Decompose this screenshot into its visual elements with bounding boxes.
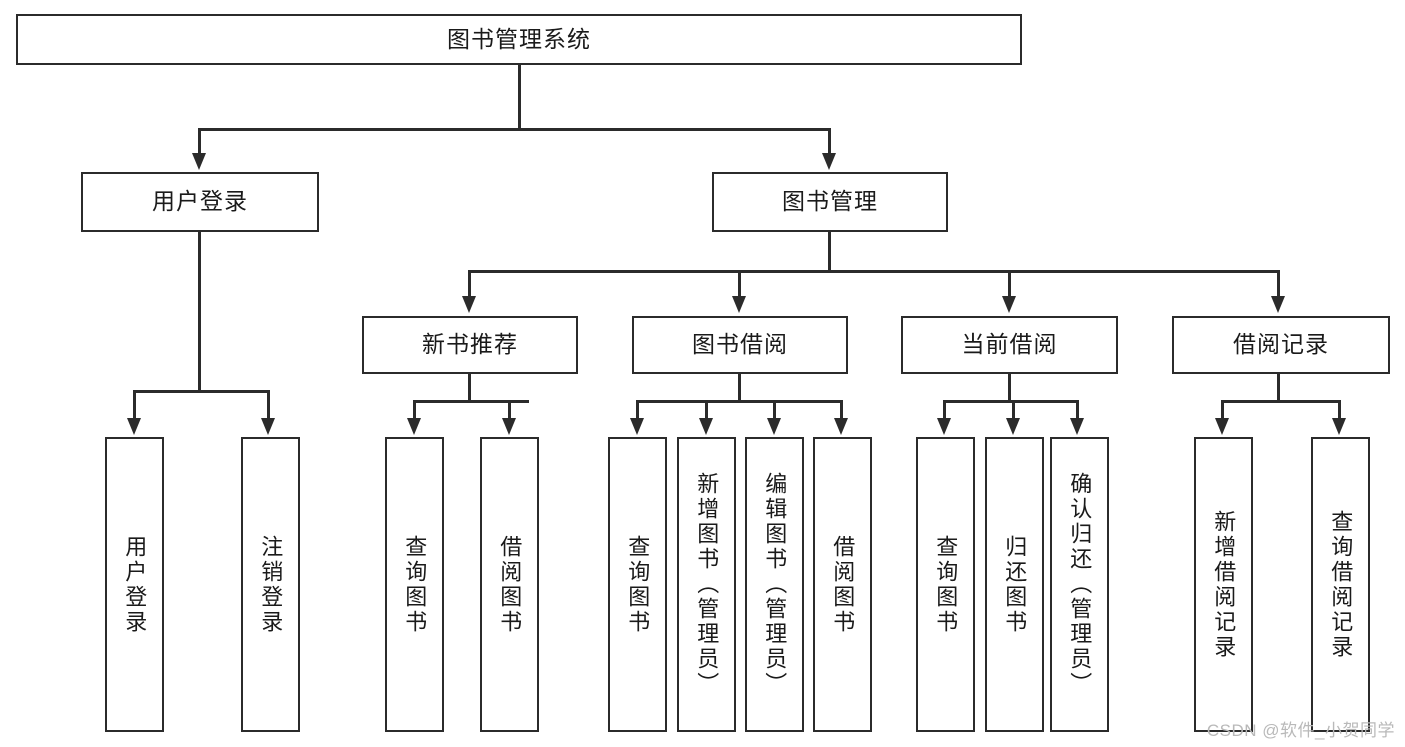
connector-bb-drop-1 [636, 400, 639, 420]
node-label: 新增图书（管理员） [694, 472, 720, 697]
arrow-to-book-borrow [732, 296, 746, 313]
leaf-query-book-recommend[interactable]: 查询图书 [385, 437, 444, 732]
arrow-bb-leaf-4 [834, 418, 848, 435]
connector-br-drop-2 [1338, 400, 1341, 420]
connector-user-login-drop-2 [267, 390, 270, 420]
leaf-borrow-book[interactable]: 借阅图书 [813, 437, 872, 732]
connector-bb-bus [636, 400, 843, 403]
leaf-confirm-return-admin[interactable]: 确认归还（管理员） [1050, 437, 1109, 732]
connector-bb-stem [738, 374, 741, 402]
node-label: 用户登录 [122, 534, 148, 635]
node-label: 新书推荐 [422, 331, 518, 358]
node-label: 新增借阅记录 [1211, 509, 1237, 660]
connector-br-stem [1277, 374, 1280, 402]
leaf-query-book-current[interactable]: 查询图书 [916, 437, 975, 732]
connector-root-to-book-mgmt [828, 128, 831, 156]
leaf-query-book-borrow[interactable]: 查询图书 [608, 437, 667, 732]
node-label: 借阅记录 [1233, 331, 1329, 358]
connector-nbr-bus [413, 400, 529, 403]
leaf-edit-book-admin[interactable]: 编辑图书（管理员） [745, 437, 804, 732]
node-borrow-record[interactable]: 借阅记录 [1172, 316, 1390, 374]
node-label: 图书借阅 [692, 331, 788, 358]
connector-cb-drop-2 [1012, 400, 1015, 420]
arrow-nbr-leaf-1 [407, 418, 421, 435]
connector-root-to-user-login [198, 128, 201, 156]
leaf-return-book[interactable]: 归还图书 [985, 437, 1044, 732]
connector-br-drop-1 [1221, 400, 1224, 420]
connector-root-bus [198, 128, 830, 131]
arrow-root-to-user-login [192, 153, 206, 170]
connector-book-mgmt-drop-4 [1277, 270, 1280, 298]
node-label: 图书管理 [782, 188, 878, 215]
connector-bb-drop-3 [773, 400, 776, 420]
leaf-add-borrow-record[interactable]: 新增借阅记录 [1194, 437, 1253, 732]
node-current-borrow[interactable]: 当前借阅 [901, 316, 1118, 374]
node-label: 借阅图书 [497, 534, 523, 635]
node-label: 查询图书 [625, 534, 651, 635]
arrow-to-borrow-record [1271, 296, 1285, 313]
node-label: 查询图书 [933, 534, 959, 635]
node-book-management[interactable]: 图书管理 [712, 172, 948, 232]
connector-cb-stem [1008, 374, 1011, 402]
connector-bb-drop-4 [840, 400, 843, 420]
connector-user-login-drop-1 [133, 390, 136, 420]
node-user-login[interactable]: 用户登录 [81, 172, 319, 232]
connector-nbr-stem [468, 374, 471, 402]
connector-nbr-drop-1 [413, 400, 416, 420]
node-new-book-recommend[interactable]: 新书推荐 [362, 316, 578, 374]
connector-book-mgmt-drop-3 [1008, 270, 1011, 298]
arrow-br-leaf-2 [1332, 418, 1346, 435]
connector-book-mgmt-drop-2 [738, 270, 741, 298]
connector-cb-drop-1 [943, 400, 946, 420]
watermark: CSDN @软件_小贺同学 [1206, 721, 1395, 740]
connector-root-stem [518, 65, 521, 129]
arrow-bb-leaf-3 [767, 418, 781, 435]
arrow-cb-leaf-1 [937, 418, 951, 435]
node-label: 图书管理系统 [447, 25, 591, 52]
node-label: 确认归还（管理员） [1067, 472, 1093, 697]
node-label: 归还图书 [1002, 534, 1028, 635]
leaf-query-borrow-record[interactable]: 查询借阅记录 [1311, 437, 1370, 732]
connector-bb-drop-2 [705, 400, 708, 420]
connector-cb-drop-3 [1076, 400, 1079, 420]
leaf-logout[interactable]: 注销登录 [241, 437, 300, 732]
leaf-user-login[interactable]: 用户登录 [105, 437, 164, 732]
connector-user-login-bus [133, 390, 269, 393]
arrow-to-leaf-user-login [127, 418, 141, 435]
arrow-cb-leaf-2 [1006, 418, 1020, 435]
arrow-bb-leaf-1 [630, 418, 644, 435]
node-root-system[interactable]: 图书管理系统 [16, 14, 1022, 65]
node-label: 注销登录 [258, 534, 284, 635]
connector-br-bus [1221, 400, 1340, 403]
connector-book-mgmt-stem [828, 232, 831, 272]
connector-cb-bus [943, 400, 1078, 403]
node-label: 用户登录 [152, 188, 248, 215]
arrow-nbr-leaf-2 [502, 418, 516, 435]
arrow-to-new-book-rec [462, 296, 476, 313]
arrow-root-to-book-mgmt [822, 153, 836, 170]
connector-book-mgmt-bus [468, 270, 1280, 273]
arrow-to-leaf-logout [261, 418, 275, 435]
arrow-bb-leaf-2 [699, 418, 713, 435]
leaf-add-book-admin[interactable]: 新增图书（管理员） [677, 437, 736, 732]
connector-user-login-stem [198, 232, 201, 392]
arrow-to-current-borrow [1002, 296, 1016, 313]
arrow-cb-leaf-3 [1070, 418, 1084, 435]
connector-book-mgmt-drop-1 [468, 270, 471, 298]
node-book-borrow[interactable]: 图书借阅 [632, 316, 848, 374]
node-label: 查询借阅记录 [1328, 509, 1354, 660]
node-label: 查询图书 [402, 534, 428, 635]
leaf-borrow-book-recommend[interactable]: 借阅图书 [480, 437, 539, 732]
node-label: 编辑图书（管理员） [762, 472, 788, 697]
node-label: 借阅图书 [830, 534, 856, 635]
node-label: 当前借阅 [961, 331, 1058, 358]
arrow-br-leaf-1 [1215, 418, 1229, 435]
connector-nbr-drop-2 [508, 400, 511, 420]
